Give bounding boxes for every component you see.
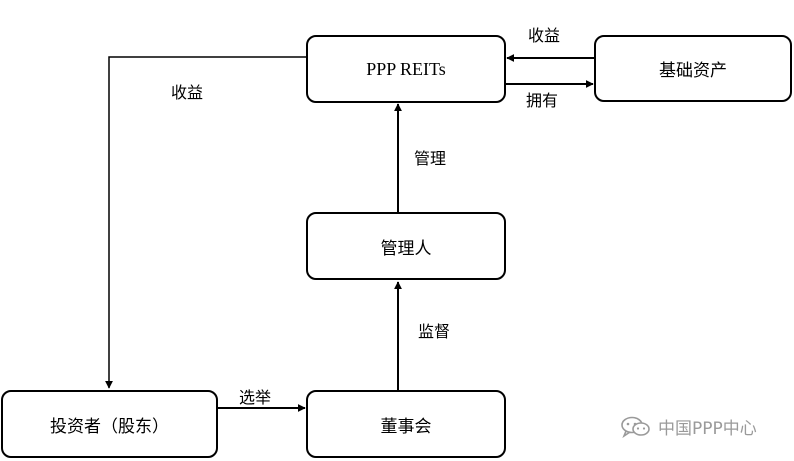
investors-node: 投资者（股东） [1,390,218,458]
elect-label: 选举 [239,388,272,407]
manage-label: 管理 [414,149,447,168]
wechat-icon [621,416,650,438]
assets-node: 基础资产 [594,35,792,102]
own-label: 拥有 [526,91,559,110]
income-label-left: 收益 [171,83,204,102]
reits-node: PPP REITs [306,35,506,103]
income-label-top: 收益 [528,26,561,45]
manager-node: 管理人 [306,212,506,280]
supervise-label: 监督 [418,322,451,341]
income-arrow-to-investors [105,56,307,389]
watermark-text: 中国PPP中心 [658,419,757,439]
watermark: 中国PPP中心 [620,414,757,439]
board-node: 董事会 [306,390,506,458]
